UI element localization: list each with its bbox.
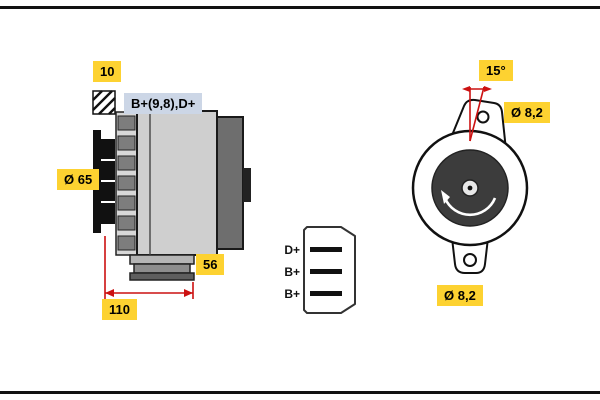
- tag-mount-angle: 15°: [479, 60, 513, 81]
- rear-housing: [216, 116, 251, 250]
- side-view: [93, 103, 251, 299]
- bottom-mount-hole: [463, 253, 477, 267]
- connector-pin-label-bplus-2: B+: [284, 287, 300, 301]
- connector-pin-label-bplus-1: B+: [284, 265, 300, 279]
- tag-length-dimension: 110: [102, 299, 137, 320]
- hatch-pattern-swatch: [92, 90, 116, 115]
- tag-bottom-hole-diameter: Ø 8,2: [437, 285, 483, 306]
- dimension-110-lines: [104, 236, 194, 299]
- connector-pin: [310, 269, 342, 274]
- bottom-border-line: [0, 391, 600, 394]
- rotation-arrow-icon: [441, 190, 497, 217]
- alternator-body: [136, 110, 218, 256]
- connector-pin: [310, 291, 342, 296]
- top-mount-hole: [476, 110, 490, 124]
- mounting-foot: [129, 254, 195, 281]
- shaft-center: [467, 185, 473, 191]
- tag-part-number: 10: [93, 61, 122, 82]
- front-bracket-fins: [115, 111, 138, 256]
- bottom-mounting-lug: [451, 237, 489, 274]
- connector-pin: [310, 247, 342, 252]
- connector-pin-label-dplus: D+: [284, 243, 300, 257]
- tag-foot-width: 56: [196, 254, 225, 275]
- tag-pulley-diameter: Ø 65: [57, 169, 100, 190]
- tag-top-hole-diameter: Ø 8,2: [504, 102, 550, 123]
- front-view: [411, 86, 529, 274]
- top-border-line: [0, 6, 600, 9]
- connector-plug: [303, 226, 356, 314]
- tag-terminals: B+(9,8),D+: [124, 93, 203, 114]
- angle-dimension-lines: [462, 86, 492, 142]
